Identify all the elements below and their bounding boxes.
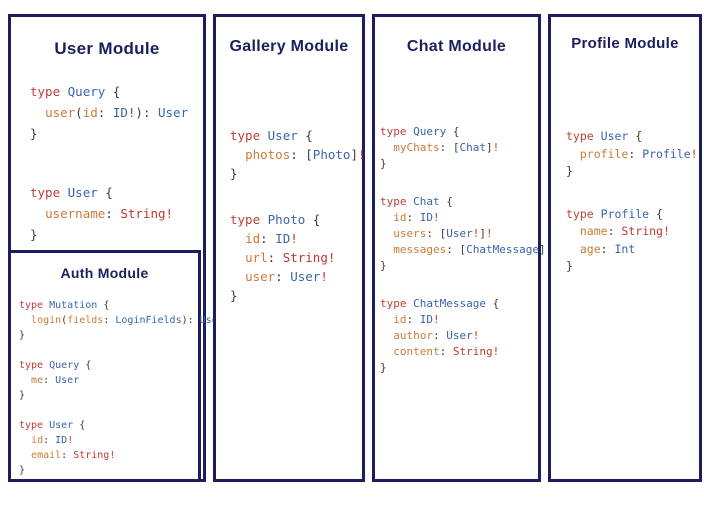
code-line: } <box>566 164 573 178</box>
code-line: } <box>230 166 238 182</box>
code-line: profile: Profile! <box>579 146 698 161</box>
user-module-code: type Query { user(id: ID!): User}type Us… <box>30 81 203 245</box>
profile-module-title: Profile Module <box>571 35 679 52</box>
code-block: type Query { user(id: ID!): User} <box>30 81 203 144</box>
profile-module-panel: Profile Module type User { profile: Prof… <box>548 14 702 482</box>
code-line: content: String! <box>393 345 500 359</box>
code-line: messages: [ChatMessage]! <box>393 243 552 257</box>
auth-module-panel: Auth Module type Mutation { login(fields… <box>8 250 224 482</box>
gallery-module-panel: Gallery Module type User { photos: [Phot… <box>213 14 366 482</box>
code-line: id: ID! <box>31 434 74 446</box>
code-line: type User { <box>30 185 113 201</box>
code-line: id: ID! <box>393 313 440 327</box>
gallery-module-title: Gallery Module <box>229 38 349 55</box>
code-line: myChats: [Chat]! <box>393 141 500 155</box>
chat-module-title: Chat Module <box>406 38 507 55</box>
profile-module-code: type User { profile: Profile!}type Profi… <box>566 128 699 276</box>
chat-module-panel: Chat Module type Query { myChats: [Chat]… <box>372 14 552 482</box>
code-line: type Query { <box>19 359 92 371</box>
code-line: author: User! <box>393 329 480 343</box>
code-block: type User { photos: [Photo]!} <box>230 126 366 183</box>
code-line: age: Int <box>579 241 636 256</box>
code-line: photos: [Photo]! <box>245 147 366 163</box>
auth-module-title: Auth Module <box>60 265 149 281</box>
code-line: } <box>230 288 238 304</box>
code-line: type User { <box>566 129 643 143</box>
code-line: email: String! <box>31 449 116 461</box>
user-module-panel: User Module type Query { user(id: ID!): … <box>8 14 224 482</box>
code-line: } <box>380 361 387 375</box>
code-block: type User { id: ID! email: String!} <box>19 418 198 478</box>
code-block: type Query { myChats: [Chat]!} <box>380 124 538 172</box>
code-line: id: ID! <box>245 231 298 247</box>
code-line: url: String! <box>245 250 336 266</box>
auth-module-code: type Mutation { login(fields: LoginField… <box>19 298 224 478</box>
code-line: } <box>19 464 26 476</box>
code-block: type User { profile: Profile!} <box>566 128 699 181</box>
code-line: login(fields: LoginFields): User <box>31 314 224 326</box>
code-line: username: String! <box>45 206 174 222</box>
code-line: user(id: ID!): User <box>45 105 189 121</box>
code-block: type User { username: String!} <box>30 182 203 245</box>
code-line: type Photo { <box>230 212 321 228</box>
code-line: } <box>380 259 387 273</box>
chat-module-code: type Query { myChats: [Chat]!}type Chat … <box>380 124 552 376</box>
code-line: type User { <box>19 419 86 431</box>
code-block: type Chat { id: ID! users: [User!]! mess… <box>380 194 552 274</box>
code-block: type Mutation { login(fields: LoginField… <box>19 298 224 343</box>
code-line: } <box>19 329 26 341</box>
code-line: type Query { <box>380 125 460 139</box>
user-module-title: User Module <box>54 39 160 58</box>
code-block: type Profile { name: String! age: Int} <box>566 206 699 276</box>
code-line: user: User! <box>245 269 328 285</box>
code-line: me: User <box>31 374 80 386</box>
code-line: type User { <box>230 128 313 144</box>
code-line: name: String! <box>579 224 670 238</box>
code-line: type Mutation { <box>19 299 110 311</box>
code-line: type Profile { <box>566 206 663 221</box>
code-block: type Photo { id: ID! url: String! user: … <box>230 210 362 305</box>
code-block: type ChatMessage { id: ID! author: User!… <box>380 296 538 376</box>
code-line: } <box>380 157 387 171</box>
code-line: } <box>30 227 38 243</box>
code-line: id: ID! <box>393 211 440 225</box>
gallery-module-code: type User { photos: [Photo]!}type Photo … <box>230 126 366 305</box>
code-line: type Chat { <box>380 195 453 209</box>
code-block: type Query { me: User} <box>19 358 198 403</box>
code-line: type Query { <box>30 84 121 100</box>
code-line: } <box>30 126 38 142</box>
code-line: users: [User!]! <box>393 227 493 241</box>
code-line: type ChatMessage { <box>380 297 500 311</box>
code-line: } <box>19 389 26 401</box>
code-line: } <box>566 259 573 273</box>
